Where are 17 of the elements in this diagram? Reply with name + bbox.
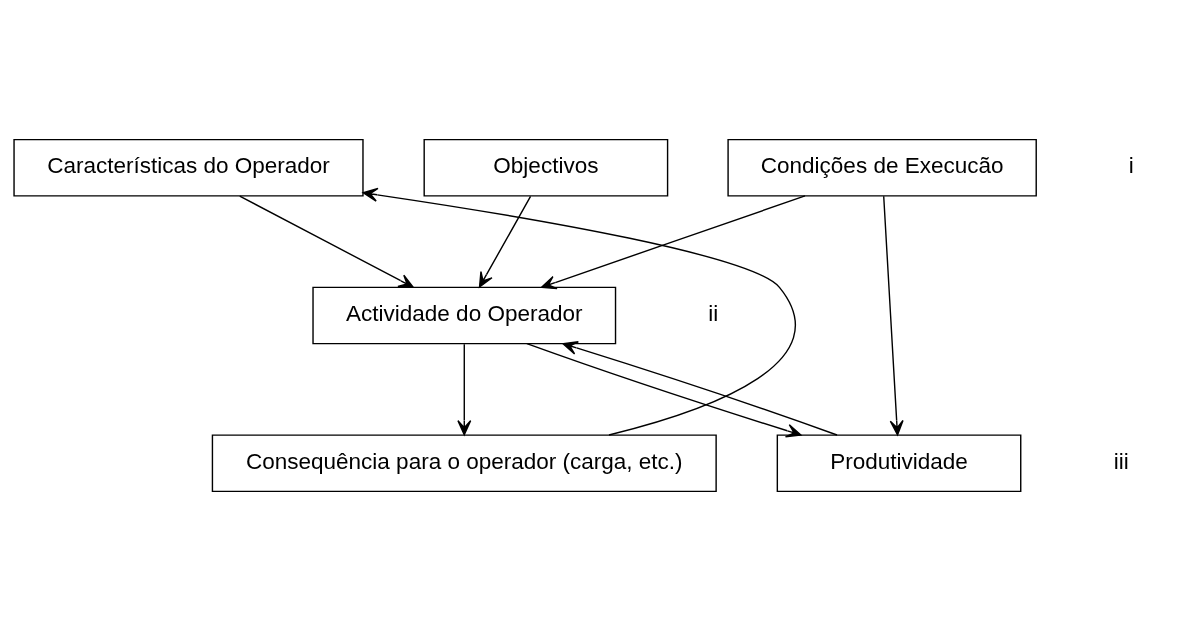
arrow — [526, 342, 802, 438]
node-box: Características do Operador — [13, 138, 364, 197]
arrow — [457, 342, 472, 435]
label: ii — [708, 300, 719, 326]
label: iii — [1113, 448, 1129, 474]
arrow — [540, 194, 806, 289]
arrow — [562, 340, 838, 436]
arrow — [478, 195, 532, 288]
label: i — [1128, 152, 1134, 178]
node-box: Objectivos — [423, 138, 669, 197]
node-box: Condições de Execucão — [727, 138, 1037, 197]
node-box: Consequência para o operador (carga, etc.) — [211, 433, 717, 492]
node-box: Actividade do Operador — [312, 286, 617, 344]
node-box: Produtividade — [776, 433, 1022, 492]
arrow — [883, 195, 904, 436]
arrow — [239, 194, 415, 288]
arrow — [362, 187, 796, 436]
